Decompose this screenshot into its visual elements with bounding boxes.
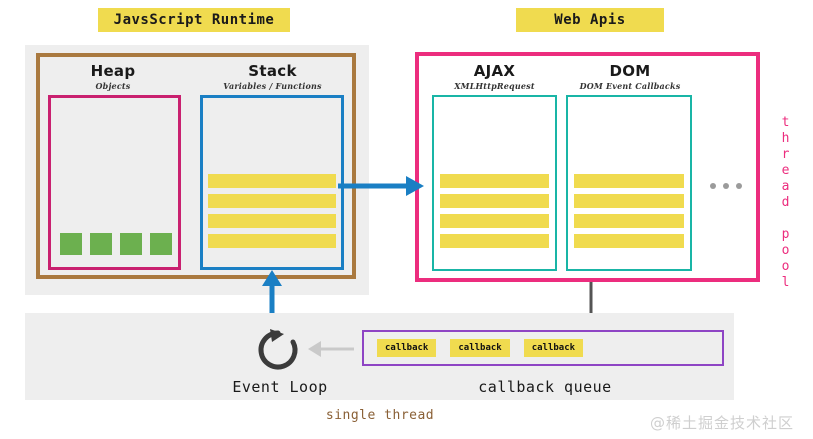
dom-frames xyxy=(574,174,684,248)
stack-frame xyxy=(208,234,336,248)
ajax-box xyxy=(432,95,557,271)
arrow-queue-to-eventloop xyxy=(308,341,354,357)
stack-frame xyxy=(208,214,336,228)
heap-title: Heap xyxy=(90,62,136,80)
chip-javascript-runtime: JavsScript Runtime xyxy=(98,8,290,32)
ellipsis-dot xyxy=(710,183,716,189)
heap-object xyxy=(150,233,172,255)
ellipsis-dot xyxy=(723,183,729,189)
heap-object xyxy=(60,233,82,255)
heap-object xyxy=(120,233,142,255)
ajax-frame xyxy=(440,214,549,228)
arrow-stack-to-webapis xyxy=(338,176,424,196)
dom-title: DOM xyxy=(609,62,651,80)
stack-title: Stack xyxy=(248,62,297,80)
stack-frames xyxy=(208,174,336,248)
stack-subtitle: Variables / Functions xyxy=(223,81,322,91)
dom-subtitle: DOM Event Callbacks xyxy=(579,81,681,91)
ajax-title: AJAX xyxy=(473,62,516,80)
event-loop-label: Event Loop xyxy=(232,378,328,396)
callback-item: callback xyxy=(450,339,510,357)
dom-frame xyxy=(574,174,684,188)
callback-item: callback xyxy=(377,339,437,357)
heap-box xyxy=(48,95,181,270)
js-runtime-panel xyxy=(25,45,369,295)
stack-box xyxy=(200,95,344,270)
ajax-subtitle: XMLHttpRequest xyxy=(454,81,535,91)
stack-frame xyxy=(208,174,336,188)
callback-item: callback xyxy=(523,339,584,357)
stack-frame xyxy=(208,194,336,208)
heap-subtitle: Objects xyxy=(95,81,131,91)
dom-box xyxy=(566,95,692,271)
callback-queue-box xyxy=(362,330,724,366)
callback-queue-label: callback queue xyxy=(478,378,612,396)
thread-pool-label: thread pool xyxy=(778,115,793,291)
ajax-frame xyxy=(440,234,549,248)
dom-frame xyxy=(574,234,684,248)
ajax-frame xyxy=(440,194,549,208)
ajax-frame xyxy=(440,174,549,188)
circular-arrow-icon xyxy=(258,329,298,370)
heap-objects xyxy=(60,233,172,255)
more-apis-indicator xyxy=(710,183,742,189)
ellipsis-dot xyxy=(736,183,742,189)
chip-web-apis: Web Apis xyxy=(516,8,664,32)
dom-frame xyxy=(574,214,684,228)
js-runtime-border xyxy=(36,53,356,279)
watermark: @稀土掘金技术社区 xyxy=(650,414,795,432)
heap-object xyxy=(90,233,112,255)
single-thread-note: single thread xyxy=(325,408,435,423)
callback-queue-items: callback callback callback xyxy=(377,339,584,357)
ajax-frames xyxy=(440,174,549,248)
dom-frame xyxy=(574,194,684,208)
